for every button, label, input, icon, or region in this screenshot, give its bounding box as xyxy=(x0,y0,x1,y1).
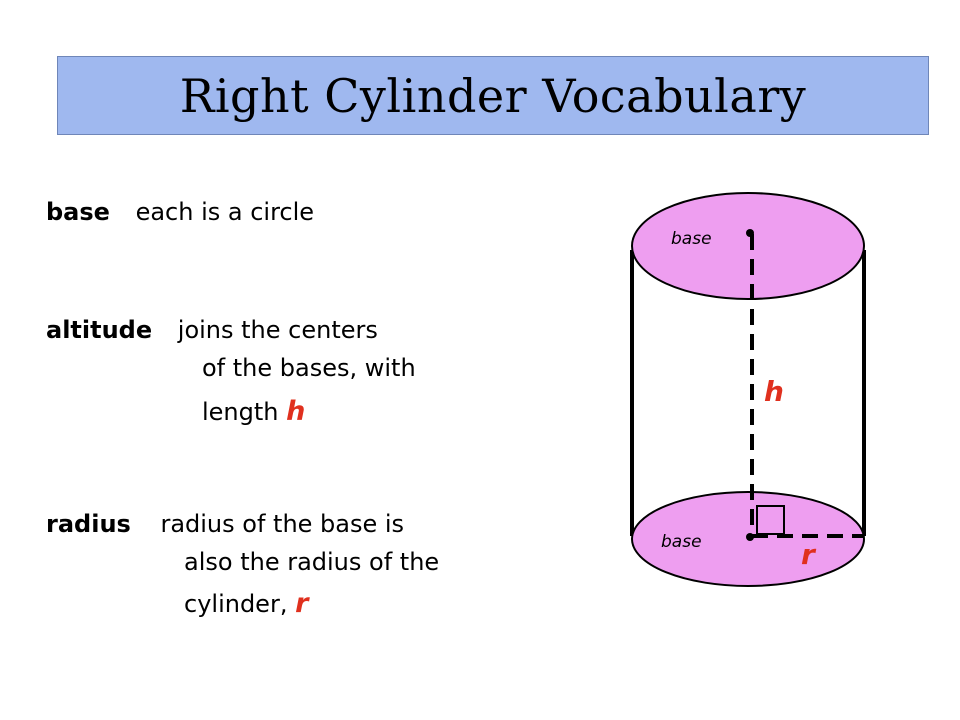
definition-radius-line1: radius of the base is xyxy=(160,510,405,538)
radius-variable: r xyxy=(295,588,309,619)
definition-radius-line2: also the radius of the xyxy=(184,548,440,576)
term-radius: radius xyxy=(46,510,131,538)
title-banner: Right Cylinder Vocabulary xyxy=(57,56,929,135)
definition-base: base each is a circle xyxy=(46,200,314,224)
radius-label: r xyxy=(801,538,817,571)
bottom-center-point xyxy=(746,533,754,541)
right-angle-marker xyxy=(756,505,785,535)
definition-altitude-line1: joins the centers xyxy=(177,316,378,344)
definition-altitude-length-text: length xyxy=(202,398,279,426)
definition-radius: radius radius of the base is xyxy=(46,512,404,536)
term-base: base xyxy=(46,198,110,226)
definition-altitude-line2: of the bases, with xyxy=(202,354,416,382)
top-center-point xyxy=(746,229,754,237)
definition-radius-line3: cylinder, r xyxy=(184,590,308,617)
definition-altitude: altitude joins the centers xyxy=(46,318,378,342)
top-base-label: base xyxy=(671,229,712,249)
bottom-base-label: base xyxy=(661,532,702,552)
definition-radius-cylinder-text: cylinder, xyxy=(184,590,288,618)
page-title: Right Cylinder Vocabulary xyxy=(179,68,807,123)
height-label: h xyxy=(764,375,784,408)
definition-altitude-line3: length h xyxy=(202,398,305,425)
top-base-ellipse xyxy=(631,192,865,300)
altitude-variable: h xyxy=(286,396,306,427)
definition-base-text: each is a circle xyxy=(135,198,315,226)
term-altitude: altitude xyxy=(46,316,153,344)
